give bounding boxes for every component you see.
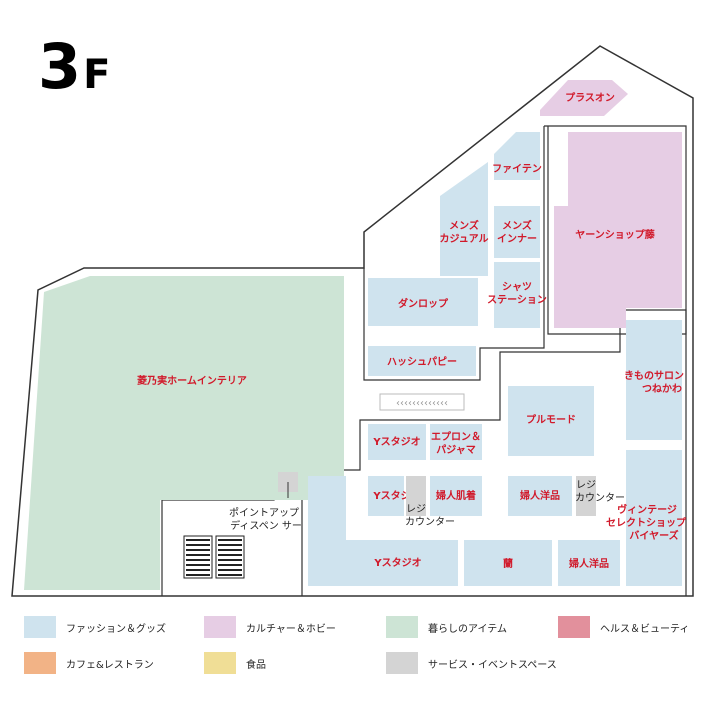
shop-shirt-station[interactable]: シャツ ステーション xyxy=(487,262,547,328)
register-counter-2[interactable]: レジ カウンター xyxy=(575,476,625,516)
shop-apron-label-1: エプロン＆ xyxy=(431,430,481,443)
legend-item-service: サービス・イベントスペース xyxy=(386,652,557,674)
shop-kimono-label-2: つねかわ xyxy=(642,383,682,395)
legend-swatch-health xyxy=(558,616,590,638)
shop-hishinomi[interactable]: 菱乃実ホームインテリア xyxy=(24,276,344,590)
shop-vintage-label-3: バイヤーズ xyxy=(629,529,678,542)
legend-swatch-culture xyxy=(204,616,236,638)
shop-plaza-on[interactable]: プラスオン xyxy=(540,80,628,116)
legend-label-service: サービス・イベントスペース xyxy=(428,659,557,671)
shop-hush-puppies-label: ハッシュパピー xyxy=(387,356,457,368)
shop-vintage[interactable]: ヴィンテージ セレクトショップ バイヤーズ xyxy=(606,450,687,586)
floor-map: 菱乃実ホームインテリア プラスオン ヤーンショップ藤 ファイテン メンズ カジュ… xyxy=(11,45,694,597)
legend-swatch-service xyxy=(386,652,418,674)
shop-shirt-station-label-2: ステーション xyxy=(487,294,547,306)
shop-plaza-on-label: プラスオン xyxy=(565,91,615,104)
stairs-icon xyxy=(183,535,245,579)
shop-y-studio-1-label: Yスタジオ xyxy=(372,436,420,448)
shop-y-studio-1[interactable]: Yスタジオ xyxy=(368,424,426,460)
shop-mens-casual-label-2: カジュアル xyxy=(440,233,489,245)
shop-vintage-label-1: ヴィンテージ xyxy=(617,503,677,516)
shop-pulmode-label: プルモード xyxy=(526,413,576,426)
shop-dunlop[interactable]: ダンロップ xyxy=(368,278,478,326)
svg-text:‹‹‹‹‹‹‹‹‹‹‹‹‹: ‹‹‹‹‹‹‹‹‹‹‹‹‹ xyxy=(396,398,448,409)
legend: ファッション＆グッズ カルチャー＆ホビー 暮らしのアイテム ヘルス＆ビューティ … xyxy=(24,616,694,676)
shop-fujin-yohin-1[interactable]: 婦人洋品 xyxy=(508,476,572,516)
legend-item-cafe: カフェ&レストラン xyxy=(24,652,154,674)
shop-mens-inner-label-2: インナー xyxy=(497,233,537,245)
shop-phiten[interactable]: ファイテン xyxy=(492,132,542,180)
escalator-icon: ‹‹‹‹‹‹‹‹‹‹‹‹‹ xyxy=(379,393,465,411)
shop-apron-label-2: パジャマ xyxy=(436,444,476,456)
legend-swatch-living xyxy=(386,616,418,638)
shop-ran-label: 蘭 xyxy=(503,557,513,570)
shop-mens-casual-label-1: メンズ xyxy=(449,219,479,232)
point-up-dispenser[interactable]: ポイントアップ ディスペン サー xyxy=(229,472,302,532)
shop-phiten-label: ファイテン xyxy=(492,163,542,175)
point-up-label-2: ディスペン サー xyxy=(230,519,302,532)
legend-label-living: 暮らしのアイテム xyxy=(428,623,507,635)
shop-mens-inner-label-1: メンズ xyxy=(502,219,532,232)
shop-kimono[interactable]: きものサロン つねかわ xyxy=(624,320,684,440)
legend-item-fashion: ファッション＆グッズ xyxy=(24,616,166,638)
legend-item-food: 食品 xyxy=(204,652,266,674)
shop-fujin-yohin-2-label: 婦人洋品 xyxy=(568,557,609,570)
shop-kimono-label-1: きものサロン xyxy=(624,370,684,382)
legend-swatch-fashion xyxy=(24,616,56,638)
shop-ran[interactable]: 蘭 xyxy=(464,540,552,586)
shop-yarn-label: ヤーンショップ藤 xyxy=(575,228,655,241)
register-2-label-1: レジ xyxy=(576,480,596,491)
shop-fujin-hadagi[interactable]: 婦人肌着 xyxy=(430,476,482,516)
shop-fujin-hadagi-label: 婦人肌着 xyxy=(435,489,476,502)
legend-swatch-cafe xyxy=(24,652,56,674)
register-counter-1[interactable]: レジ カウンター xyxy=(405,476,455,528)
floor-unit: F xyxy=(83,52,111,98)
floor-label: 3F xyxy=(38,36,110,98)
legend-label-food: 食品 xyxy=(246,659,266,671)
shop-y-studio-3-label: Yスタジオ xyxy=(373,557,421,569)
legend-label-health: ヘルス＆ビューティ xyxy=(600,623,690,635)
legend-item-culture: カルチャー＆ホビー xyxy=(204,616,336,638)
legend-label-cafe: カフェ&レストラン xyxy=(66,659,154,671)
floor-number: 3 xyxy=(38,30,82,103)
legend-item-health: ヘルス＆ビューティ xyxy=(558,616,689,638)
shop-yarn[interactable]: ヤーンショップ藤 xyxy=(554,132,682,328)
shop-mens-inner[interactable]: メンズ インナー xyxy=(494,206,540,258)
register-1-label-1: レジ xyxy=(406,504,426,515)
shop-apron[interactable]: エプロン＆ パジャマ xyxy=(430,424,482,460)
wall-upper-block xyxy=(363,126,545,381)
legend-item-living: 暮らしのアイテム xyxy=(386,616,507,638)
register-1-label-2: カウンター xyxy=(405,516,455,528)
legend-label-fashion: ファッション＆グッズ xyxy=(66,623,166,635)
shop-mens-casual[interactable]: メンズ カジュアル xyxy=(440,162,489,276)
shop-hush-puppies[interactable]: ハッシュパピー xyxy=(368,346,476,376)
legend-label-culture: カルチャー＆ホビー xyxy=(246,623,336,635)
register-2-label-2: カウンター xyxy=(575,492,625,504)
shop-y-studio-3[interactable]: Yスタジオ xyxy=(308,476,458,586)
shop-vintage-label-2: セレクトショップ xyxy=(606,516,687,529)
shop-pulmode[interactable]: プルモード xyxy=(508,386,594,456)
shop-dunlop-label: ダンロップ xyxy=(398,297,449,310)
point-up-label-1: ポイントアップ xyxy=(229,507,299,519)
shop-shirt-station-label-1: シャツ xyxy=(502,281,532,293)
shop-hishinomi-label: 菱乃実ホームインテリア xyxy=(137,374,247,387)
legend-swatch-food xyxy=(204,652,236,674)
shop-fujin-yohin-1-label: 婦人洋品 xyxy=(519,489,560,502)
shop-fujin-yohin-2[interactable]: 婦人洋品 xyxy=(558,540,620,586)
